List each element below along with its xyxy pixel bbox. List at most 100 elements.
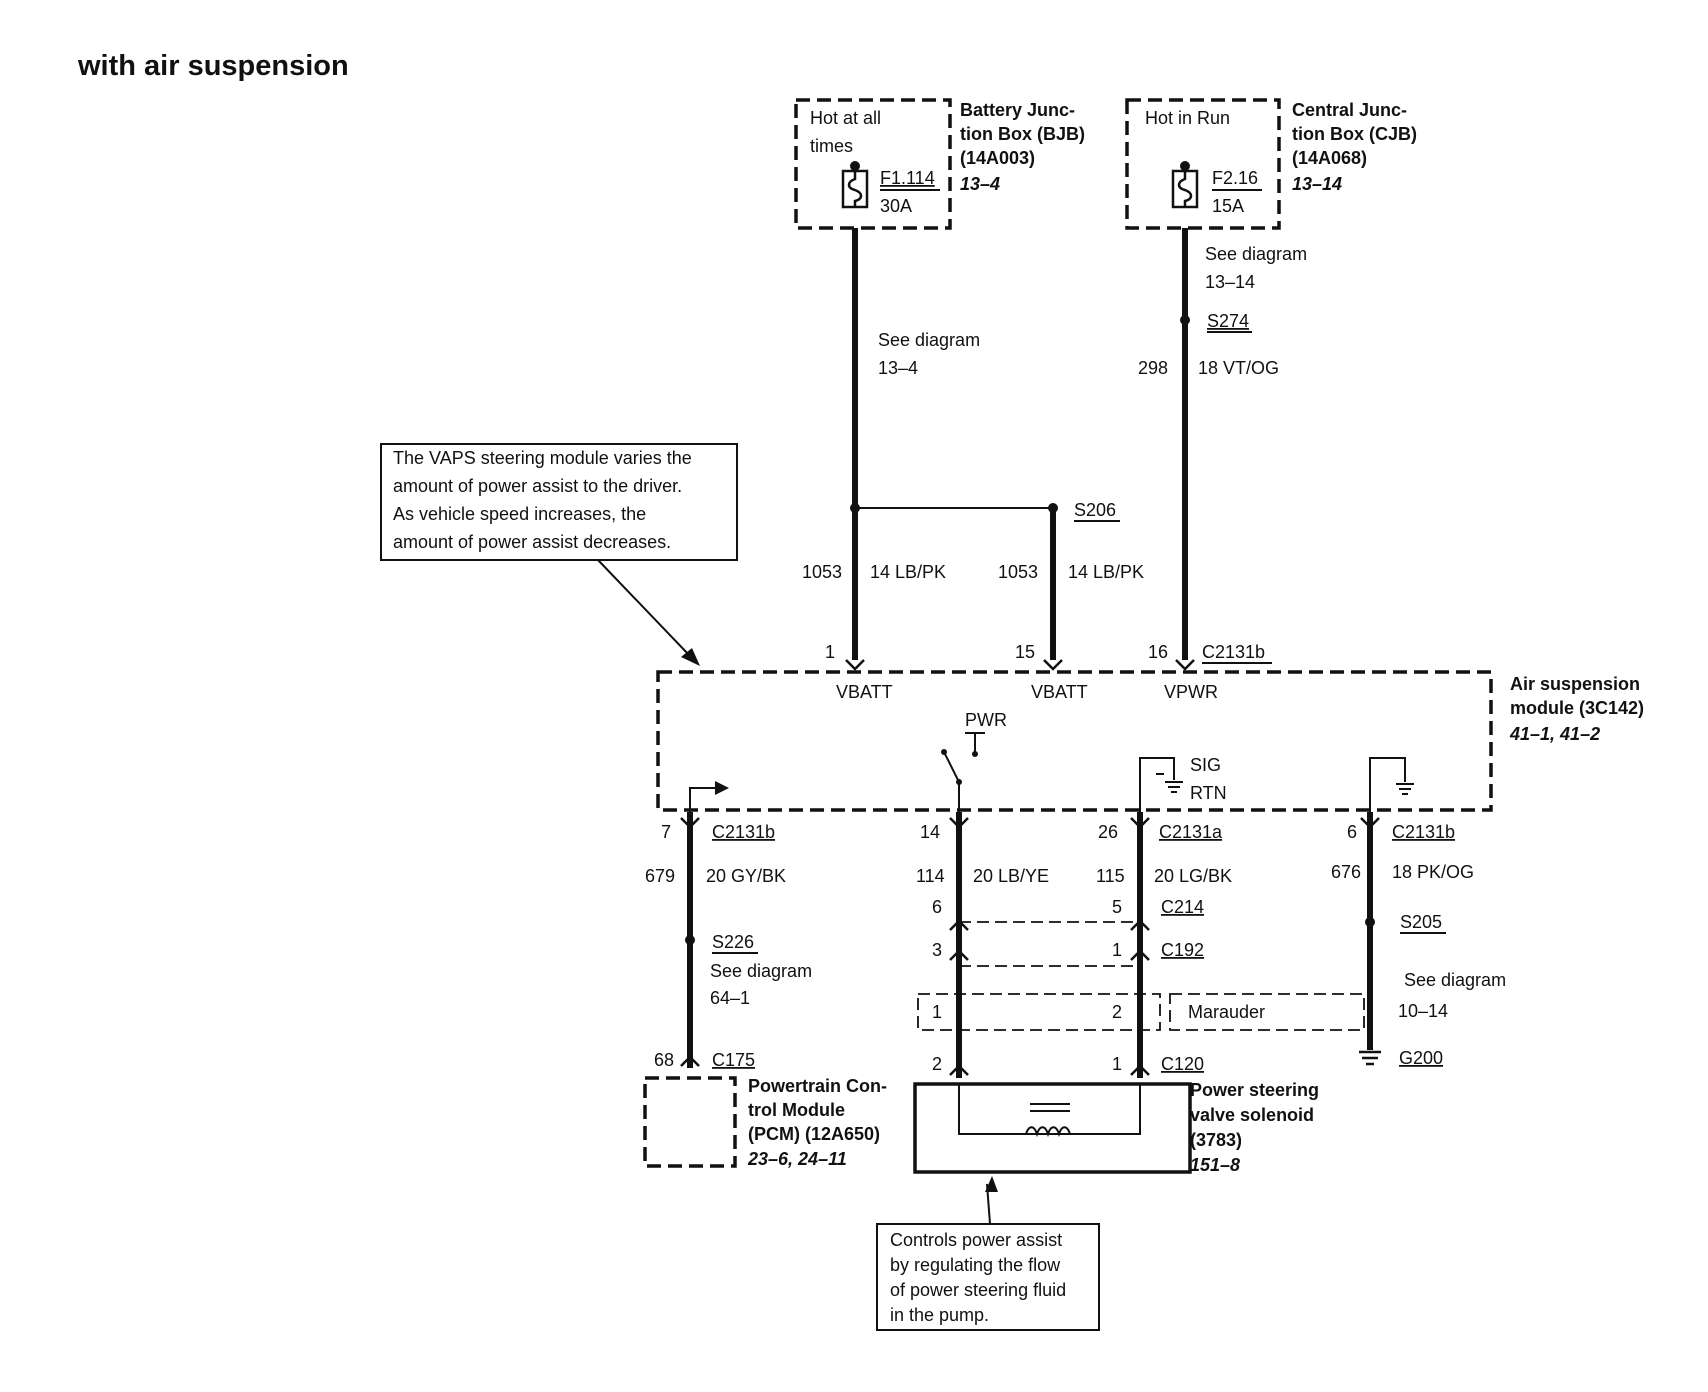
splice-s205-dot [1365, 917, 1375, 927]
splice-s226-dot [685, 935, 695, 945]
ground-icon [1165, 781, 1183, 793]
pin-15: 15 [1015, 642, 1035, 662]
marauder-connector-box [917, 993, 1161, 1031]
cjb-name-1: Central Junc- [1292, 100, 1407, 120]
fuse-element-icon [847, 171, 863, 207]
connector-c214: C214 [1161, 897, 1204, 917]
pin-7: 7 [661, 822, 671, 842]
rtn-label: RTN [1190, 783, 1227, 803]
module-name-2: module (3C142) [1510, 698, 1644, 718]
bjb-name-3: (14A003) [960, 148, 1035, 168]
vaps-note-leader [597, 559, 691, 657]
connector-c2131a: C2131a [1159, 822, 1223, 842]
solenoid-ref: 151–8 [1190, 1155, 1240, 1175]
ground-g200-label: G200 [1399, 1048, 1443, 1068]
bjb-fuse-amps: 30A [880, 196, 912, 216]
connector-chevron-icon [1130, 919, 1150, 931]
connector-c175: C175 [712, 1050, 755, 1070]
wire-676-spec: 18 PK/OG [1392, 862, 1474, 882]
wire-114-spec: 20 LB/YE [973, 866, 1049, 886]
output-arrow-icon [715, 781, 729, 795]
solenoid-note-line3: of power steering fluid [890, 1280, 1066, 1300]
s226-see-diagram: See diagram [710, 961, 812, 981]
wire-298-spec: 18 VT/OG [1198, 358, 1279, 378]
wire-676-num: 676 [1331, 862, 1361, 882]
vaps-note-line1: The VAPS steering module varies the [393, 448, 692, 468]
wire-1053a-spec: 14 LB/PK [870, 562, 946, 582]
connector-chevron-icon [949, 1064, 969, 1076]
pin-16: 16 [1148, 642, 1168, 662]
vpwr-label: VPWR [1164, 682, 1218, 702]
pin-26: 26 [1098, 822, 1118, 842]
bjb-name-1: Battery Junc- [960, 100, 1075, 120]
solenoid-name-3: (3783) [1190, 1130, 1242, 1150]
wire-115-num: 115 [1096, 866, 1125, 886]
arrow-head-icon [681, 648, 700, 666]
wire-1053a-num: 1053 [802, 562, 842, 582]
wire-114-num: 114 [916, 866, 945, 886]
cjb-name-3: (14A068) [1292, 148, 1367, 168]
s205-ref: 10–14 [1398, 1001, 1448, 1021]
marauder-label: Marauder [1188, 1002, 1265, 1022]
wire-679-num: 679 [645, 866, 675, 886]
pcm-signal-output [689, 787, 715, 812]
central-junction-box: Hot in Run F2.16 15A Central Junc- tion … [1125, 98, 1417, 230]
pcm-name-2: trol Module [748, 1100, 845, 1120]
connector-chevron-icon [1130, 1064, 1150, 1076]
vbatt-1-label: VBATT [836, 682, 893, 702]
sig-rtn-circuit [1139, 757, 1175, 812]
connector-chevron-icon [1130, 949, 1150, 961]
solenoid-coil-icon [1025, 1103, 1071, 1138]
bjb-see-diagram-ref: 13–4 [878, 358, 918, 378]
connector-c120: C120 [1161, 1054, 1204, 1074]
pcm-ref: 23–6, 24–11 [747, 1149, 847, 1169]
pin-14: 14 [920, 822, 940, 842]
vaps-note-line2: amount of power assist to the driver. [393, 476, 682, 496]
bjb-fuse-id: F1.114 [880, 168, 935, 188]
solenoid-note-line2: by regulating the flow [890, 1255, 1061, 1275]
pwr-label: PWR [965, 710, 1007, 730]
bjb-name-2: tion Box (BJB) [960, 124, 1085, 144]
pcm-module: Powertrain Con- trol Module (PCM) (12A65… [643, 1076, 887, 1169]
solenoid-name-2: valve solenoid [1190, 1105, 1314, 1125]
cjb-hot: Hot in Run [1145, 108, 1230, 128]
connector-chevron-icon [680, 1055, 700, 1067]
pcm-name-1: Powertrain Con- [748, 1076, 887, 1096]
cjb-fuse-amps: 15A [1212, 196, 1244, 216]
splice-s274-label: S274 [1207, 311, 1249, 331]
bjb-ref: 13–4 [960, 174, 1000, 194]
internal-ground-circuit [1369, 757, 1406, 812]
splice-s205-label: S205 [1400, 912, 1442, 932]
vaps-note-line3: As vehicle speed increases, the [393, 504, 646, 524]
solenoid-note: Controls power assist by regulating the … [876, 1176, 1100, 1331]
terminal-chevron-icon [1360, 817, 1380, 829]
connector-c2131b-left: C2131b [712, 822, 775, 842]
connector-chevron-icon [949, 949, 969, 961]
marauder-pin-1: 1 [932, 1002, 942, 1022]
upper-wiring: See diagram 13–4 See diagram 13–14 S274 … [802, 228, 1307, 660]
fuse-element-icon [1177, 171, 1193, 207]
terminal-chevron-icon [949, 817, 969, 829]
terminal-chevron-icon [1043, 659, 1063, 671]
module-ref: 41–1, 41–2 [1509, 724, 1600, 744]
air-suspension-module: 1 15 16 C2131b VBATT VBATT VPWR PWR SIG … [656, 642, 1644, 812]
splice-s206-label: S206 [1074, 500, 1116, 520]
c192-pin-1: 1 [1112, 940, 1122, 960]
bjb-hot-line2: times [810, 136, 853, 156]
wire-1053b-spec: 14 LB/PK [1068, 562, 1144, 582]
solenoid-note-line1: Controls power assist [890, 1230, 1062, 1250]
connector-c192: C192 [1161, 940, 1204, 960]
c214-pin-6: 6 [932, 897, 942, 917]
cjb-name-2: tion Box (CJB) [1292, 124, 1417, 144]
cjb-fuse-id: F2.16 [1212, 168, 1258, 188]
cjb-see-diagram: See diagram [1205, 244, 1307, 264]
c120-pin-1: 1 [1112, 1054, 1122, 1074]
vaps-note: The VAPS steering module varies the amou… [380, 443, 738, 666]
s226-ref: 64–1 [710, 988, 750, 1008]
page-title: with air suspension [77, 50, 349, 82]
lower-wiring: 7 C2131b 14 26 C2131a 6 C2131b 679 20 GY… [645, 812, 1506, 1078]
connector-c2131b-right: C2131b [1392, 822, 1455, 842]
bjb-hot-line1: Hot at all [810, 108, 881, 128]
c175-pin-68: 68 [654, 1050, 674, 1070]
